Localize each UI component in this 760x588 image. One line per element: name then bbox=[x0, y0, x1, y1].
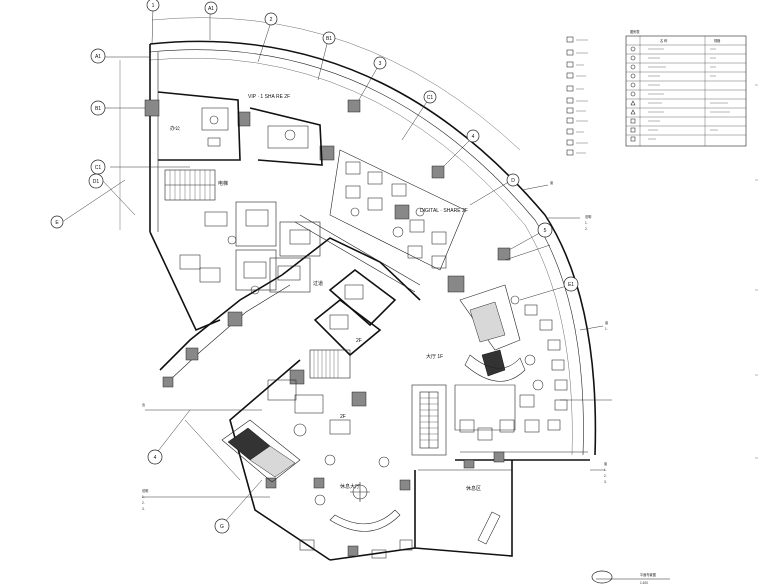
svg-text:说明: 说明 bbox=[585, 214, 591, 219]
svg-text:大厅 1F: 大厅 1F bbox=[426, 353, 443, 360]
grid-bubble: D bbox=[506, 173, 520, 187]
svg-text:2.: 2. bbox=[604, 474, 607, 478]
svg-text:A1: A1 bbox=[95, 54, 101, 60]
entrance-hall bbox=[299, 454, 512, 559]
svg-text:2F: 2F bbox=[340, 414, 346, 420]
svg-text:电梯: 电梯 bbox=[218, 180, 228, 187]
grid-bubble: 2 bbox=[264, 12, 278, 26]
outer-walls bbox=[149, 40, 597, 561]
svg-text:名 称: 名 称 bbox=[660, 38, 668, 43]
stair-center bbox=[411, 384, 447, 456]
grid-bubble: D1 bbox=[88, 173, 104, 189]
private-rooms-center bbox=[267, 268, 397, 437]
svg-text:1.: 1. bbox=[605, 327, 608, 331]
svg-text:窗: 窗 bbox=[604, 461, 607, 466]
grid-bubble: 4 bbox=[466, 129, 480, 143]
private-rooms-left bbox=[179, 201, 321, 295]
grid-bubble: C1 bbox=[423, 90, 437, 104]
svg-text:DIGITAL · SHARE 2F: DIGITAL · SHARE 2F bbox=[420, 208, 468, 214]
svg-text:3: 3 bbox=[379, 61, 382, 67]
upper-rooms bbox=[157, 91, 323, 166]
svg-text:1.: 1. bbox=[585, 221, 588, 225]
legend-table: 图例表 名 称 规格 bbox=[625, 29, 747, 147]
grid-bubble: C1 bbox=[90, 159, 106, 175]
svg-text:B1: B1 bbox=[326, 36, 332, 42]
svg-text:A1: A1 bbox=[208, 6, 214, 12]
stair-upper bbox=[164, 169, 216, 201]
axis-lines bbox=[61, 7, 571, 526]
svg-text:E1: E1 bbox=[568, 282, 574, 288]
svg-text:B1: B1 bbox=[95, 106, 101, 112]
grid-bubble: B1 bbox=[322, 31, 336, 45]
dining-tables bbox=[345, 161, 447, 269]
grid-bubble: G bbox=[214, 518, 230, 534]
svg-text:1.: 1. bbox=[604, 468, 607, 472]
drawing-title: 平面布置图 1:100 bbox=[591, 570, 670, 585]
symbol-legend-list bbox=[566, 36, 588, 156]
svg-text:休息大厅: 休息大厅 bbox=[340, 483, 360, 490]
svg-text:图例表: 图例表 bbox=[630, 29, 640, 34]
grid-bubble: 1 bbox=[146, 0, 160, 12]
grid-bubble: A1 bbox=[90, 48, 106, 64]
lounge-right bbox=[454, 284, 568, 441]
svg-text:2.: 2. bbox=[142, 501, 145, 505]
svg-text:窗: 窗 bbox=[605, 320, 608, 325]
stair-lower bbox=[221, 419, 301, 483]
svg-text:D: D bbox=[511, 178, 515, 184]
svg-text:D1: D1 bbox=[93, 179, 100, 185]
svg-text:4: 4 bbox=[154, 455, 157, 461]
svg-text:1.: 1. bbox=[142, 495, 145, 499]
svg-text:平面布置图: 平面布置图 bbox=[640, 572, 656, 577]
callouts: 出 说明 1. 2. 3. 窗 说明 1. 2. 窗 1. 窗 1. 2. 3. bbox=[142, 180, 612, 511]
svg-text:3.: 3. bbox=[142, 507, 145, 511]
svg-text:2F: 2F bbox=[356, 338, 362, 344]
svg-text:3.: 3. bbox=[604, 480, 607, 484]
grid-bubble: 5 bbox=[537, 222, 553, 238]
svg-text:G: G bbox=[220, 524, 224, 530]
grid-bubble: B1 bbox=[90, 100, 106, 116]
grid-bubble: 3 bbox=[373, 56, 387, 70]
room-labels: VIP · 1 SHA RE 2F DIGITAL · SHARE 2F 大厅 … bbox=[170, 94, 481, 492]
svg-text:VIP · 1 SHA RE 2F: VIP · 1 SHA RE 2F bbox=[248, 94, 290, 100]
svg-text:1:100: 1:100 bbox=[640, 581, 648, 585]
svg-text:E: E bbox=[55, 220, 59, 226]
lounge-seating bbox=[459, 295, 568, 441]
svg-text:4: 4 bbox=[472, 134, 475, 140]
svg-text:过道: 过道 bbox=[313, 280, 323, 287]
grid-bubbles: 1 A1 2 B1 3 C1 4 D1 5 E1 A1 B1 C1 D E 4 … bbox=[50, 0, 579, 534]
grid-bubble: E bbox=[50, 215, 64, 229]
sheet-edge-marks bbox=[755, 84, 758, 459]
svg-text:5: 5 bbox=[544, 228, 547, 234]
grid-bubble: 4 bbox=[147, 449, 163, 465]
svg-text:1: 1 bbox=[152, 3, 155, 9]
grid-bubble: A1 bbox=[204, 1, 218, 15]
dining-hall bbox=[294, 149, 466, 293]
grid-bubble: E1 bbox=[563, 276, 579, 292]
svg-text:C1: C1 bbox=[427, 95, 434, 101]
svg-text:2.: 2. bbox=[585, 227, 588, 231]
svg-text:2: 2 bbox=[270, 17, 273, 23]
svg-text:窗: 窗 bbox=[550, 180, 553, 185]
svg-text:说明: 说明 bbox=[142, 488, 148, 493]
structural-columns bbox=[144, 99, 511, 557]
svg-text:休息区: 休息区 bbox=[466, 485, 481, 492]
svg-text:出: 出 bbox=[142, 402, 145, 407]
svg-text:规格: 规格 bbox=[714, 38, 721, 43]
svg-text:办公: 办公 bbox=[170, 125, 180, 132]
svg-text:C1: C1 bbox=[95, 165, 102, 171]
